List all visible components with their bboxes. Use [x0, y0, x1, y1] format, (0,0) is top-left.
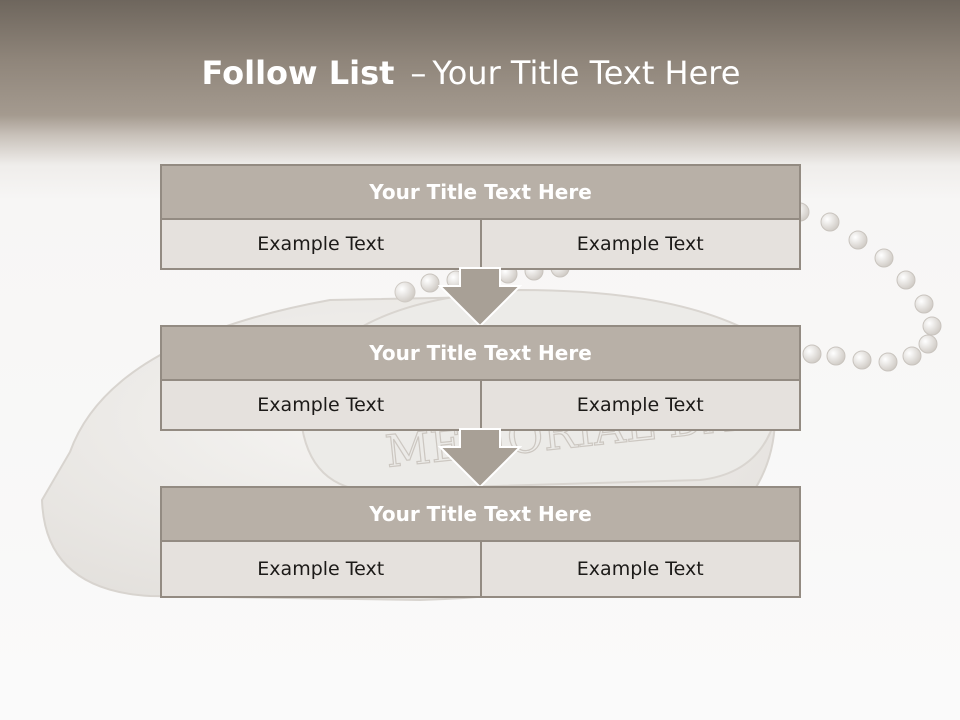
chain-bead: [874, 248, 894, 268]
chain-bead: [802, 344, 822, 364]
chain-bead: [852, 350, 872, 370]
down-arrow-icon: [438, 428, 522, 489]
tag-ring: [394, 281, 416, 303]
down-arrow-icon: [438, 267, 522, 328]
block-row: Example Text Example Text: [160, 220, 801, 270]
chain-bead: [914, 294, 934, 314]
list-block-2: Your Title Text Here Example Text Exampl…: [160, 325, 801, 431]
right-cell: Example Text: [479, 381, 800, 429]
chain-bead: [918, 334, 938, 354]
chain-bead: [420, 273, 440, 293]
block-title: Your Title Text Here: [160, 164, 801, 220]
chain-bead: [896, 270, 916, 290]
chain-bead: [826, 346, 846, 366]
chain-bead: [848, 230, 868, 250]
chain-bead: [878, 352, 898, 372]
left-cell: Example Text: [257, 394, 385, 416]
block-row: Example Text Example Text: [160, 542, 801, 598]
chain-bead: [922, 316, 942, 336]
chain-bead: [820, 212, 840, 232]
list-block-1: Your Title Text Here Example Text Exampl…: [160, 164, 801, 270]
title-bold: Follow List: [201, 54, 395, 92]
chain-bead: [902, 346, 922, 366]
title-rest: Your Title Text Here: [432, 54, 741, 92]
block-title: Your Title Text Here: [160, 325, 801, 381]
right-cell: Example Text: [479, 542, 800, 596]
left-cell: Example Text: [257, 233, 385, 255]
slide-title: Follow List–Your Title Text Here: [0, 54, 942, 92]
left-cell: Example Text: [257, 558, 385, 580]
block-row: Example Text Example Text: [160, 381, 801, 431]
right-cell: Example Text: [479, 220, 800, 268]
block-title: Your Title Text Here: [160, 486, 801, 542]
list-block-3: Your Title Text Here Example Text Exampl…: [160, 486, 801, 598]
title-dash: –: [410, 54, 427, 92]
